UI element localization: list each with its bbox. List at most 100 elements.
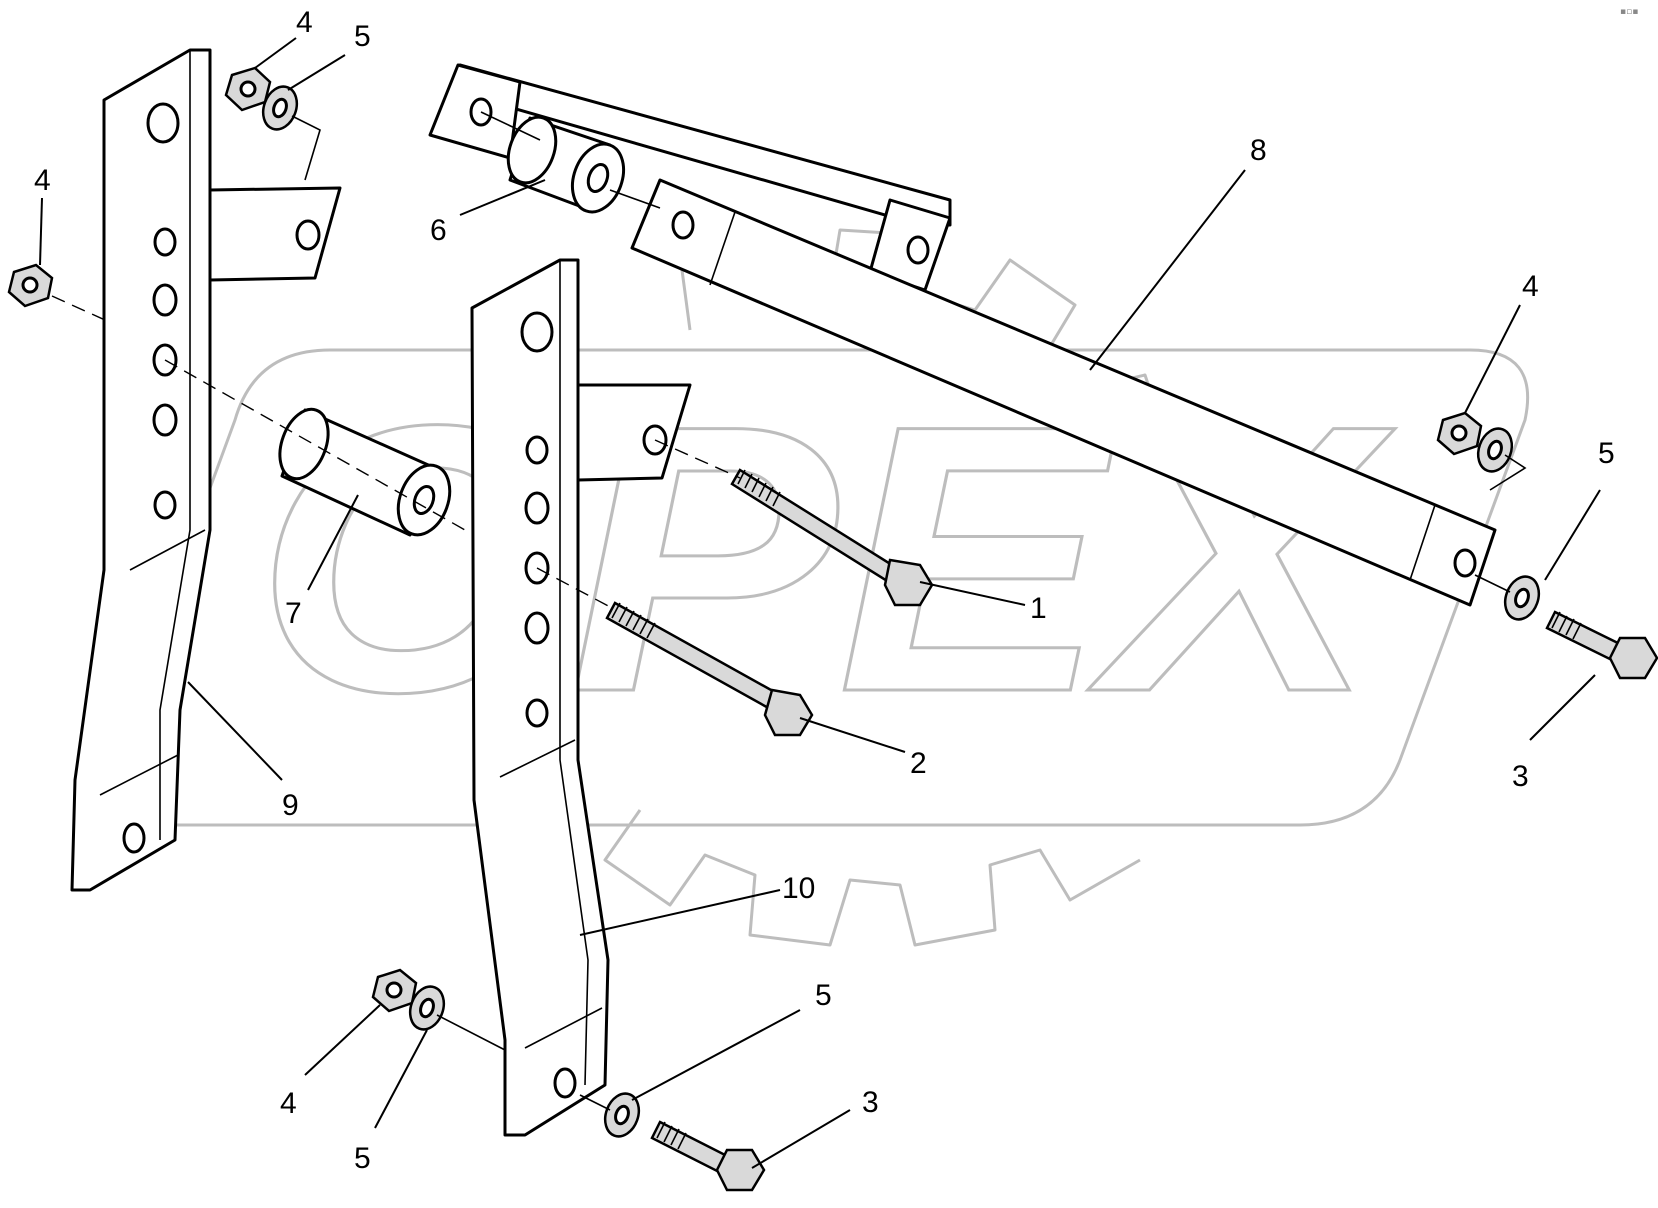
- callout-labels: 1 2 3 3 4 4 4 4 5 5 5 5 6 7 8 9 10: [34, 6, 1615, 1175]
- plate-10-hole-top: [520, 311, 554, 353]
- washer-5d-bore: [419, 997, 435, 1019]
- callout-3-right: 3: [1512, 760, 1529, 793]
- plate-10-bend-line-lower: [524, 1007, 603, 1049]
- part-4-nut-left: [7, 263, 54, 308]
- part-3-bolt-bottom: [650, 1120, 766, 1192]
- bar-8-block-line: [709, 211, 736, 286]
- leader-5-bottom-left: [374, 1029, 428, 1129]
- nut-4d-bore: [385, 981, 403, 999]
- plate-10-bend-line-upper: [499, 739, 576, 778]
- plate-9-edge: [159, 50, 191, 840]
- axis-right-washer: [1489, 454, 1527, 491]
- callout-10: 10: [782, 872, 815, 905]
- plate-9-bend-line-lower: [99, 754, 179, 796]
- assembly-axes: [51, 111, 1527, 1111]
- part-8-diagonal-bar: [428, 63, 1497, 607]
- plate-9-hole: [152, 283, 178, 317]
- watermark-badge: [104, 348, 1530, 827]
- callout-1: 1: [1030, 592, 1047, 625]
- nut-4a-bore: [239, 80, 257, 98]
- plate-10-edge: [559, 260, 589, 1086]
- leader-8: [1089, 169, 1246, 371]
- bar-8-right-block-line: [1409, 504, 1436, 581]
- part-10-middle-plate: [470, 258, 692, 1137]
- tube-7-back-end: [278, 407, 330, 481]
- part-7-spacer-tube: [278, 407, 452, 537]
- callout-5-bottom: 5: [815, 979, 832, 1012]
- axis-tube-7: [164, 359, 466, 531]
- leader-5-bottom: [631, 1009, 801, 1101]
- callout-5-top-left: 5: [354, 20, 371, 53]
- plate-9-hole-top: [146, 102, 180, 144]
- plate-10-hole-bottom: [553, 1067, 577, 1099]
- plate-9-hole: [153, 490, 177, 520]
- axis-right-bolt: [1474, 574, 1511, 593]
- tube-6-bore: [586, 162, 610, 194]
- callout-3-bottom: 3: [862, 1086, 879, 1119]
- bolt-1-thread: [737, 469, 781, 507]
- plate-9-hole: [152, 403, 178, 437]
- axis-bolt-1: [654, 439, 741, 479]
- leader-1: [919, 581, 1026, 606]
- axis-left-nut: [51, 295, 106, 321]
- axis-top-washer: [291, 115, 321, 181]
- part-9-left-plate: [70, 48, 342, 892]
- callout-7: 7: [285, 597, 302, 630]
- nut-4b-bore: [21, 276, 39, 294]
- washer-5a-bore: [272, 97, 288, 119]
- leader-2: [799, 717, 906, 753]
- watermark-text: OPEX: [255, 346, 1396, 771]
- corner-mark: ▪▫▪: [1620, 7, 1638, 17]
- bolt-3b-head: [715, 1148, 766, 1192]
- axis-bolt-2: [536, 567, 613, 609]
- plate-9-bracket: [208, 186, 342, 282]
- part-1-bolt: [730, 468, 934, 607]
- nut-4c-bore: [1450, 424, 1468, 442]
- plate-10-hole: [524, 491, 550, 525]
- part-3-bolt-right: [1545, 610, 1658, 680]
- part-2-bolt: [605, 601, 814, 737]
- callout-9: 9: [282, 789, 299, 822]
- tube-7-bore: [412, 484, 436, 516]
- bolt-3b-thread: [656, 1121, 687, 1150]
- bolt-3a-thread: [1551, 611, 1582, 640]
- axis-bottom-bolt: [579, 1094, 611, 1111]
- callout-5-bottom-left: 5: [354, 1142, 371, 1175]
- leader-6: [459, 179, 546, 216]
- plate-10-body: [470, 258, 610, 1137]
- leader-10: [579, 889, 781, 936]
- washer-5e-bore: [614, 1104, 630, 1126]
- leader-7: [307, 494, 359, 591]
- plate-9-hole-bottom: [122, 822, 146, 854]
- washer-5c-bore: [1514, 587, 1530, 609]
- plate-10-hole: [525, 435, 549, 465]
- leader-3-right: [1529, 674, 1596, 741]
- axis-bottom-washer: [436, 1014, 506, 1051]
- part-4-nut-right: [1436, 411, 1483, 456]
- washer-5b-bore: [1487, 439, 1503, 461]
- callout-4-bottom: 4: [280, 1087, 297, 1120]
- callout-8: 8: [1250, 134, 1267, 167]
- leader-9: [187, 681, 283, 781]
- part-4-nut-top-left: [224, 66, 272, 112]
- callout-6: 6: [430, 214, 447, 247]
- callout-4-top-left: 4: [296, 6, 313, 39]
- bar-8-main-edge: [659, 179, 1496, 531]
- bolt-1-head: [883, 558, 934, 607]
- plate-9-hole: [153, 227, 177, 257]
- callout-4-left: 4: [34, 164, 51, 197]
- leader-5-right: [1544, 489, 1601, 581]
- bolt-3a-head: [1608, 636, 1658, 680]
- callout-4-right: 4: [1522, 270, 1539, 303]
- plate-10-hole: [525, 698, 549, 728]
- callout-5-right: 5: [1598, 437, 1615, 470]
- plate-9-bend-line-upper: [129, 529, 206, 571]
- bolt-2-thread: [611, 602, 656, 639]
- leader-lines: [39, 37, 1601, 1169]
- callout-2: 2: [910, 747, 927, 780]
- leader-4-top-left: [254, 37, 297, 69]
- opex-watermark: OPEX: [104, 228, 1530, 947]
- leader-4-right: [1464, 304, 1521, 414]
- leader-4-bottom: [304, 1004, 381, 1076]
